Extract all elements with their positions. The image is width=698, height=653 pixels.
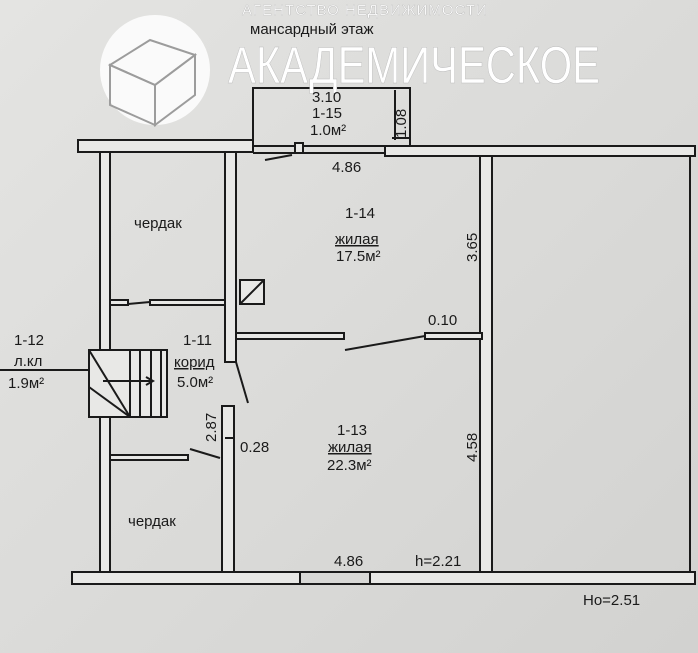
dim-top-small-width: 3.10 bbox=[312, 89, 341, 106]
dim-corridor-height: 2.87 bbox=[203, 413, 220, 442]
room-1-14-area: 17.5м² bbox=[336, 248, 381, 265]
floor-title: мансардный этаж bbox=[250, 21, 374, 38]
attic-label-top: чердак bbox=[134, 215, 182, 232]
room-1-13-name: жилая bbox=[328, 439, 372, 456]
room-1-14-name: жилая bbox=[335, 231, 379, 248]
dim-bottom-width: 4.86 bbox=[334, 553, 363, 570]
room-1-15-area: 1.0м² bbox=[310, 122, 346, 139]
room-1-11-area: 5.0м² bbox=[177, 374, 213, 391]
room-1-13-id: 1-13 bbox=[337, 422, 367, 439]
walls bbox=[0, 87, 696, 585]
room-1-14-id: 1-14 bbox=[345, 205, 375, 222]
room-1-12-name: л.кл bbox=[14, 353, 42, 370]
dim-top-small-height: 1.08 bbox=[393, 109, 410, 138]
base-height: Ho=2.51 bbox=[583, 592, 640, 609]
ceiling-height: h=2.21 bbox=[415, 553, 461, 570]
room-1-13-area: 22.3м² bbox=[327, 457, 372, 474]
watermark-agency: АГЕНТСТВО НЕДВИЖИМОСТИ bbox=[242, 2, 488, 19]
room-1-12-id: 1-12 bbox=[14, 332, 44, 349]
watermark-logo bbox=[100, 15, 210, 127]
dim-right-upper: 3.65 bbox=[464, 233, 481, 262]
watermark-brand: АКАДЕМИЧЕСКОЕ bbox=[228, 37, 600, 95]
dim-right-lower: 4.58 bbox=[464, 433, 481, 462]
attic-label-bottom: чердак bbox=[128, 513, 176, 530]
room-1-11-id: 1-11 bbox=[183, 332, 212, 349]
dim-wall-thickness: 0.28 bbox=[240, 439, 269, 456]
room-1-15-id: 1-15 bbox=[312, 105, 342, 122]
dim-top-width: 4.86 bbox=[332, 159, 361, 176]
dim-partition: 0.10 bbox=[428, 312, 457, 329]
room-1-12-area: 1.9м² bbox=[8, 375, 44, 392]
room-1-11-name: корид bbox=[174, 354, 215, 371]
